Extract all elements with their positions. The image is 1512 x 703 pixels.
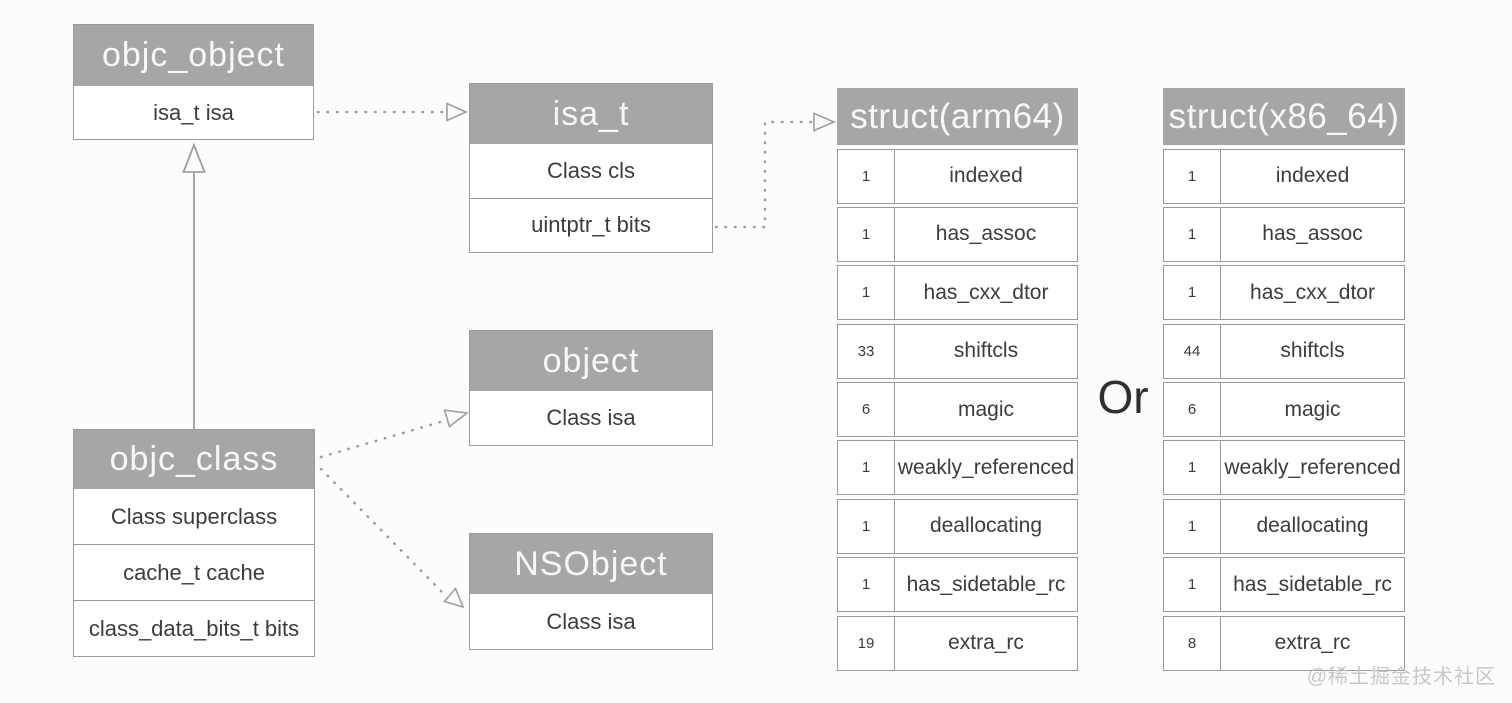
field-name: has_sidetable_rc xyxy=(1233,572,1392,596)
struct-field-row: 1 has_assoc xyxy=(837,206,1078,262)
bit-count: 19 xyxy=(838,616,895,670)
struct-field-row: 19 extra_rc xyxy=(837,615,1078,671)
struct-field-row: 1 weakly_referenced xyxy=(1163,440,1405,496)
struct-field-row: 6 magic xyxy=(837,382,1078,438)
class-box-objc-object: objc_object isa_t isa xyxy=(73,24,314,140)
field-name: has_cxx_dtor xyxy=(1250,280,1375,304)
struct-field-row: 44 shiftcls xyxy=(1163,323,1405,379)
field-name: has_cxx_dtor xyxy=(923,280,1049,304)
field-name: weakly_referenced xyxy=(1224,455,1401,479)
bit-count: 1 xyxy=(1164,558,1221,612)
field-name: weakly_referenced xyxy=(897,455,1075,479)
class-box-objc-class: objc_class Class superclass cache_t cache… xyxy=(73,429,315,657)
bit-count: 1 xyxy=(838,266,895,320)
bit-count: 1 xyxy=(838,499,895,553)
class-member: Class cls xyxy=(546,157,635,183)
class-title-objc-class: objc_class xyxy=(74,430,314,489)
field-name: has_assoc xyxy=(935,222,1037,246)
struct-field-row: 1 indexed xyxy=(837,148,1078,204)
class-member: Class isa xyxy=(546,405,636,430)
class-member: Class isa xyxy=(546,608,636,634)
class-title-nsobject: NSObject xyxy=(470,534,712,594)
field-name: has_assoc xyxy=(1262,222,1363,246)
struct-field-row: 8 extra_rc xyxy=(1163,615,1405,671)
class-title-objc-object: objc_object xyxy=(74,25,313,86)
arrow-objc-class-to-nsobject xyxy=(319,467,465,609)
struct-field-row: 33 shiftcls xyxy=(837,323,1078,379)
class-member: class_data_bits_t bits xyxy=(74,600,314,656)
field-name: shiftcls xyxy=(1280,339,1345,363)
struct-field-row: 1 indexed xyxy=(1163,148,1405,204)
bit-count: 6 xyxy=(1164,383,1221,437)
bit-count: 33 xyxy=(838,324,895,378)
field-name: extra_rc xyxy=(948,631,1024,655)
bit-count: 1 xyxy=(838,207,895,261)
bit-count: 1 xyxy=(1164,499,1221,553)
arrow-objc-object-to-isa-t xyxy=(316,102,468,122)
field-name: magic xyxy=(957,397,1015,421)
watermark: @稀土掘金技术社区 xyxy=(1306,666,1496,688)
field-name: extra_rc xyxy=(1274,631,1351,655)
bit-count: 1 xyxy=(1164,266,1221,320)
bit-count: 8 xyxy=(1164,616,1221,670)
class-box-isa-t: isa_t Class cls uintptr_t bits xyxy=(469,83,713,253)
struct-field-row: 1 has_cxx_dtor xyxy=(1163,265,1405,321)
bit-count: 1 xyxy=(838,441,895,495)
class-member: cache_t cache xyxy=(74,544,314,600)
struct-table-x86-64: struct(x86_64) 1 indexed 1 has_assoc 1 h… xyxy=(1163,88,1405,674)
struct-field-row: 1 has_assoc xyxy=(1163,206,1405,262)
field-name: magic xyxy=(1284,397,1341,421)
struct-field-row: 1 weakly_referenced xyxy=(837,440,1078,496)
class-title-isa-t: isa_t xyxy=(470,84,712,144)
or-label: Or xyxy=(1097,371,1149,423)
class-member: uintptr_t bits xyxy=(470,197,712,253)
arrow-objc-class-to-object xyxy=(319,409,470,459)
field-name: deallocating xyxy=(1256,514,1369,538)
struct-table-arm64: struct(arm64) 1 indexed 1 has_assoc 1 ha… xyxy=(837,88,1078,674)
struct-field-row: 1 has_sidetable_rc xyxy=(1163,557,1405,613)
bit-count: 1 xyxy=(1164,149,1221,203)
field-name: indexed xyxy=(949,164,1023,187)
bit-count: 1 xyxy=(838,558,895,612)
class-member: Class superclass xyxy=(110,503,278,529)
struct-field-row: 1 deallocating xyxy=(837,498,1078,554)
arrow-bits-to-struct-arm64 xyxy=(714,112,837,229)
field-name: indexed xyxy=(1275,164,1350,187)
bit-count: 44 xyxy=(1164,324,1221,378)
field-name: deallocating xyxy=(929,514,1043,538)
bit-count: 1 xyxy=(838,149,895,203)
class-box-nsobject: NSObject Class isa xyxy=(469,533,713,650)
arrow-objc-class-inherits-objc-object xyxy=(182,142,206,429)
struct-title-arm64: struct(arm64) xyxy=(837,88,1078,145)
bit-count: 1 xyxy=(1164,441,1221,495)
class-box-object: object Class isa xyxy=(469,330,713,446)
bit-count: 1 xyxy=(1164,207,1221,261)
bit-count: 6 xyxy=(838,383,895,437)
struct-title-x86-64: struct(x86_64) xyxy=(1163,88,1405,145)
field-name: has_sidetable_rc xyxy=(906,572,1066,596)
struct-field-row: 6 magic xyxy=(1163,382,1405,438)
struct-field-row: 1 has_sidetable_rc xyxy=(837,557,1078,613)
field-name: shiftcls xyxy=(953,339,1019,363)
struct-field-row: 1 has_cxx_dtor xyxy=(837,265,1078,321)
class-title-object: object xyxy=(470,331,712,391)
class-member: isa_t isa xyxy=(153,99,234,125)
struct-field-row: 1 deallocating xyxy=(1163,498,1405,554)
